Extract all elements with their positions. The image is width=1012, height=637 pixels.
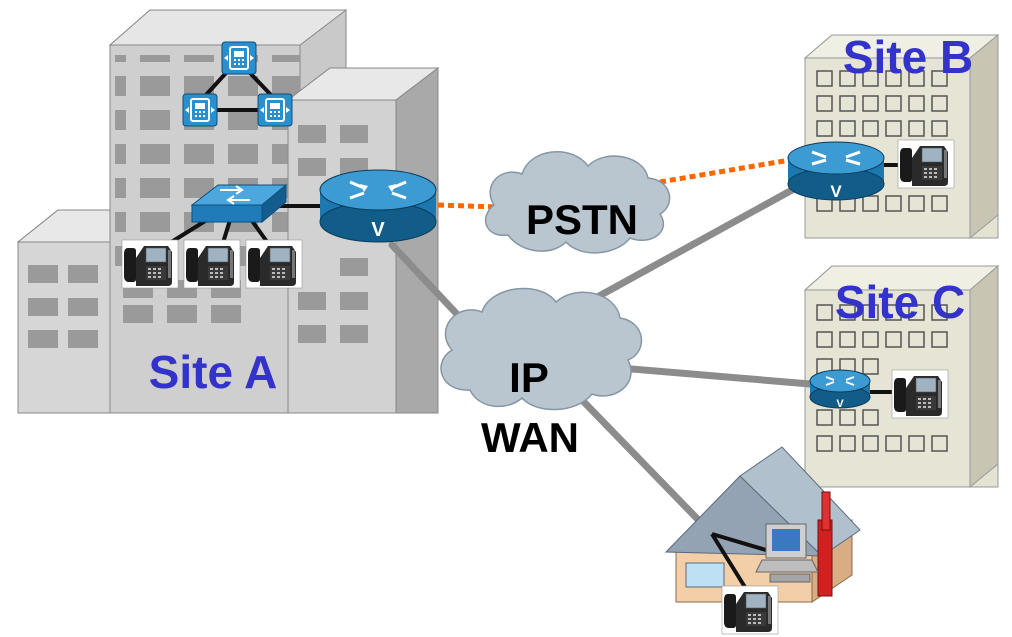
ip-phone-icon [183, 239, 241, 289]
link-ip-wan-to-site-b [566, 186, 796, 316]
wan-label: WAN [481, 414, 579, 461]
pstn-link-site-a [437, 202, 499, 210]
ip-phone-icon [897, 139, 955, 189]
workstation-icon [755, 523, 819, 583]
site-c-label: Site C [835, 276, 965, 328]
call-manager-icon [221, 41, 257, 75]
links [388, 157, 814, 538]
link-ip-wan-to-site-c [604, 363, 814, 388]
ip-phone-icon [121, 239, 179, 289]
site-b-label: Site B [843, 31, 973, 83]
svg-text:V: V [371, 219, 385, 241]
call-manager-icon [182, 93, 218, 127]
ip-phone-icon [891, 369, 949, 419]
pstn-label: PSTN [526, 196, 638, 243]
pstn-link-site-b [659, 157, 791, 185]
ip-wan-cloud [440, 287, 643, 411]
ip-label: IP [509, 354, 549, 401]
call-manager-icon [257, 93, 293, 127]
switch-icon [190, 183, 288, 224]
voice-router-icon: V [319, 169, 437, 243]
call-manager-cluster [182, 41, 293, 127]
ip-phone-icon [245, 239, 303, 289]
ip-phone-icon [721, 585, 779, 635]
voice-router-icon: V [787, 141, 885, 201]
voice-router-icon: V [809, 369, 871, 410]
svg-text:V: V [836, 398, 844, 410]
svg-text:V: V [830, 182, 842, 201]
pstn-cloud [484, 151, 671, 254]
link-ip-wan-to-home [578, 396, 716, 538]
site-a-label: Site A [149, 346, 278, 398]
